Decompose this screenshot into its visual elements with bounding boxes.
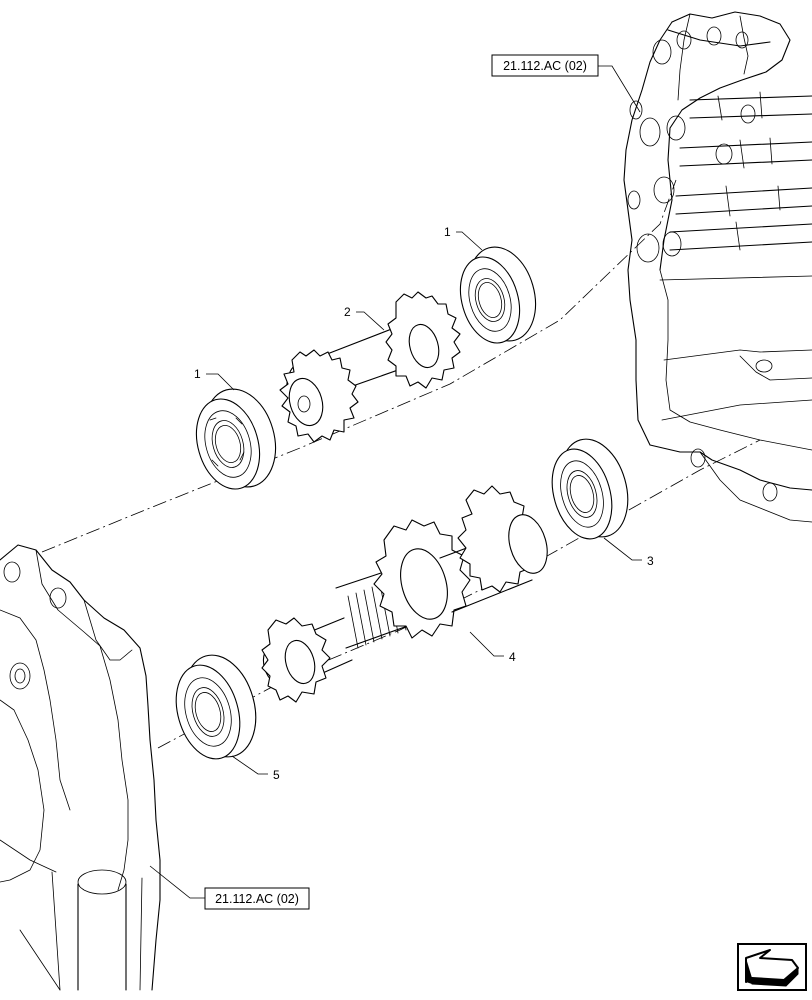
navigation-arrow-icon[interactable] [737, 943, 807, 991]
callout-4: 4 [509, 650, 516, 664]
reference-link-top[interactable]: 21.112.AC (02) [491, 54, 599, 77]
leader-ref-top [598, 65, 641, 113]
leader-5 [231, 755, 268, 775]
reference-label-bottom: 21.112.AC (02) [215, 892, 299, 906]
shaft-4 [261, 485, 548, 703]
left-housing [0, 544, 161, 991]
callout-1-left: 1 [194, 367, 201, 381]
right-housing [623, 11, 812, 523]
reference-link-bottom[interactable]: 21.112.AC (02) [204, 887, 310, 910]
leader-2 [356, 311, 385, 331]
bearing-3 [551, 438, 629, 540]
callout-2: 2 [344, 305, 351, 319]
leader-1-left [206, 373, 235, 391]
callout-3: 3 [647, 554, 654, 568]
reference-label-top: 21.112.AC (02) [503, 59, 587, 73]
leader-3 [603, 537, 642, 561]
leader-4 [469, 631, 504, 657]
bearing-1-left [195, 388, 277, 490]
shaft-2 [279, 291, 461, 443]
upper-axis-line [41, 179, 677, 553]
lower-axis-line [157, 439, 761, 749]
callout-1-right: 1 [444, 225, 451, 239]
leader-ref-bottom [149, 865, 205, 899]
callout-5: 5 [273, 768, 280, 782]
bearing-1-right [459, 246, 537, 344]
bearing-5 [175, 654, 257, 760]
leader-1-right [456, 231, 483, 251]
